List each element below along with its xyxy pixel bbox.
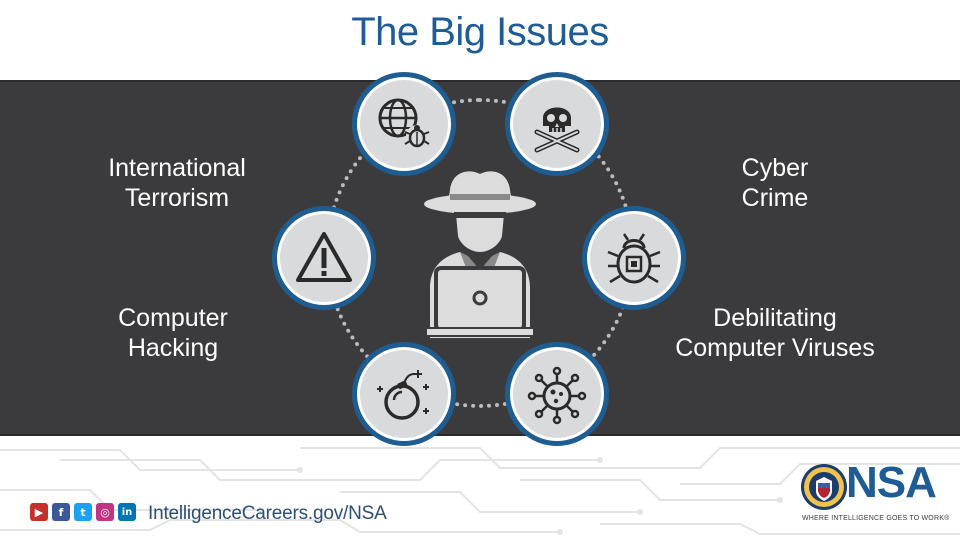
label-computer-viruses: Debilitating Computer Viruses <box>675 304 875 362</box>
virus-icon <box>505 342 609 446</box>
virus-chip-icon <box>582 206 686 310</box>
nsa-tagline: WHERE INTELLIGENCE GOES TO WORK® <box>802 515 950 522</box>
label-international-terrorism: International Terrorism <box>108 154 246 212</box>
circuit-background <box>0 447 960 535</box>
facebook-icon[interactable]: f <box>52 503 70 521</box>
label-cyber-crime: Cyber Crime <box>741 154 809 212</box>
linkedin-icon[interactable]: in <box>118 503 136 521</box>
page-title: The Big Issues <box>351 10 609 54</box>
bomb-icon <box>352 342 456 446</box>
warning-icon <box>272 206 376 310</box>
website-link[interactable]: IntelligenceCareers.gov/NSA <box>148 503 387 524</box>
nsa-seal-logo <box>801 464 847 510</box>
globe-bug-icon <box>352 72 456 176</box>
social-links: ▶ f t ◎ in <box>30 503 136 521</box>
hacker-laptop-icon <box>424 171 536 338</box>
nsa-logo-text: NSA <box>846 458 937 507</box>
youtube-icon[interactable]: ▶ <box>30 503 48 521</box>
label-computer-hacking: Computer Hacking <box>118 304 228 362</box>
twitter-icon[interactable]: t <box>74 503 92 521</box>
instagram-icon[interactable]: ◎ <box>96 503 114 521</box>
skull-crossbones-icon <box>505 72 609 176</box>
